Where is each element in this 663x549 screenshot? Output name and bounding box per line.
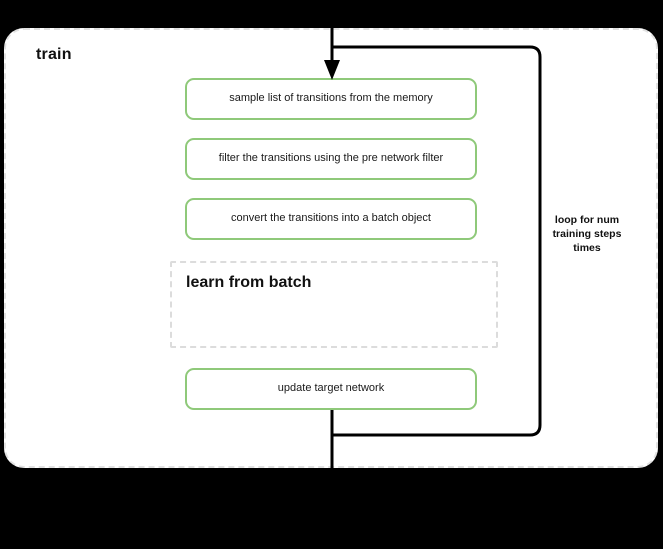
step-box-update-target-network[interactable]: update target network	[185, 368, 477, 410]
loop-caption: loop for num training steps times	[552, 214, 622, 254]
step-box-sample-transitions[interactable]: sample list of transitions from the memo…	[185, 78, 477, 120]
step-label: convert the transitions into a batch obj…	[231, 212, 431, 225]
step-box-convert-transitions[interactable]: convert the transitions into a batch obj…	[185, 198, 477, 240]
learn-from-batch-block[interactable]: learn from batch	[170, 261, 498, 348]
step-box-filter-transitions[interactable]: filter the transitions using the pre net…	[185, 138, 477, 180]
step-label: sample list of transitions from the memo…	[229, 92, 433, 105]
page-title: train	[36, 46, 72, 63]
step-label: update target network	[277, 382, 385, 395]
learn-from-batch-title: learn from batch	[186, 274, 312, 291]
step-label: filter the transitions using the pre net…	[218, 152, 444, 165]
